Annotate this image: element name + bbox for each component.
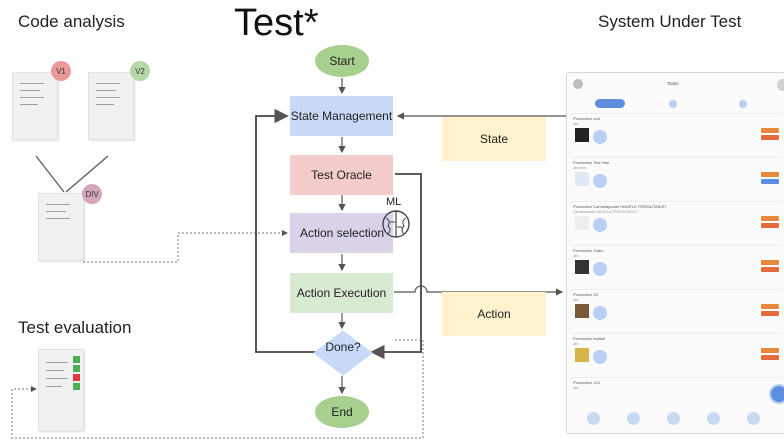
list-item: Production unit abc (571, 113, 781, 158)
state-label-box: State (442, 117, 546, 161)
nav-icon (747, 412, 760, 425)
code-to-selection-arrow (83, 230, 288, 263)
list-item: Production Carrieliaposter HIDATLE FRIEN… (571, 201, 781, 246)
list-item: Production 123 abc (571, 377, 784, 408)
sut-header: Tasks (667, 81, 679, 86)
action-button (761, 128, 779, 133)
tab-icon (669, 100, 677, 108)
nav-icon (627, 412, 640, 425)
status-dot (593, 218, 607, 232)
document-v1 (12, 72, 58, 140)
action-button (761, 216, 779, 221)
action-button (761, 179, 779, 184)
action-button (761, 311, 779, 316)
status-dot (593, 262, 607, 276)
status-dot (593, 306, 607, 320)
check-icon (73, 383, 80, 390)
ml-label: ML (386, 196, 402, 208)
v-line-left (35, 155, 65, 193)
action-button (761, 260, 779, 265)
document-v2 (88, 72, 134, 140)
document-div (38, 193, 84, 261)
done-to-evaluation-arrow (11, 339, 424, 439)
oracle-to-done-arrow (370, 173, 422, 360)
action-execution-box: Action Execution (290, 273, 393, 313)
cross-icon (73, 374, 80, 381)
loop-back-arrow (255, 108, 316, 353)
list-item: Production Test hide abc hide (571, 157, 781, 202)
action-selection-box: Action selection (290, 213, 393, 253)
action-button (761, 348, 779, 353)
thumbnail (575, 304, 589, 318)
nav-icon (667, 412, 680, 425)
done-decision (313, 330, 373, 376)
thumbnail (575, 172, 589, 186)
action-button (761, 355, 779, 360)
sut-title: System Under Test (598, 12, 742, 31)
action-button (761, 304, 779, 309)
test-title: Test* (234, 2, 319, 44)
start-node: Start (315, 45, 369, 77)
menu-icon (777, 79, 784, 91)
action-feed-arrow (394, 285, 564, 296)
badge-div: DIV (82, 184, 102, 204)
code-analysis-title: Code analysis (18, 12, 125, 31)
state-management-box: State Management (290, 96, 393, 136)
thumbnail (575, 348, 589, 362)
list-item: Production Video abc (571, 245, 781, 290)
brain-icon (382, 210, 410, 238)
v-line-right (65, 155, 109, 193)
nav-icon (707, 412, 720, 425)
thumbnail (575, 216, 589, 230)
list-item: Production 33 abc (571, 289, 781, 334)
status-dot (593, 350, 607, 364)
test-oracle-box: Test Oracle (290, 155, 393, 195)
status-dot (593, 130, 607, 144)
check-icon (73, 365, 80, 372)
nav-icon (587, 412, 600, 425)
tab-icon (739, 100, 747, 108)
end-node: End (315, 396, 369, 428)
test-evaluation-title: Test evaluation (18, 318, 132, 337)
done-label: Done? (325, 340, 361, 354)
action-button (761, 267, 779, 272)
tab-active (595, 99, 625, 108)
list-item: Production testfall abc (571, 333, 781, 378)
thumbnail (575, 260, 589, 274)
action-button (761, 223, 779, 228)
thumbnail (575, 128, 589, 142)
avatar-icon (573, 79, 583, 89)
sut-screenshot: Tasks Production unit abc Production Tes… (566, 72, 784, 434)
action-button (761, 135, 779, 140)
check-icon (73, 356, 80, 363)
badge-v1: V1 (51, 61, 71, 81)
evaluation-document (38, 349, 84, 431)
badge-v2: V2 (130, 61, 150, 81)
fab-button (769, 384, 784, 404)
action-button (761, 172, 779, 177)
status-dot (593, 174, 607, 188)
action-label-box: Action (442, 292, 546, 336)
